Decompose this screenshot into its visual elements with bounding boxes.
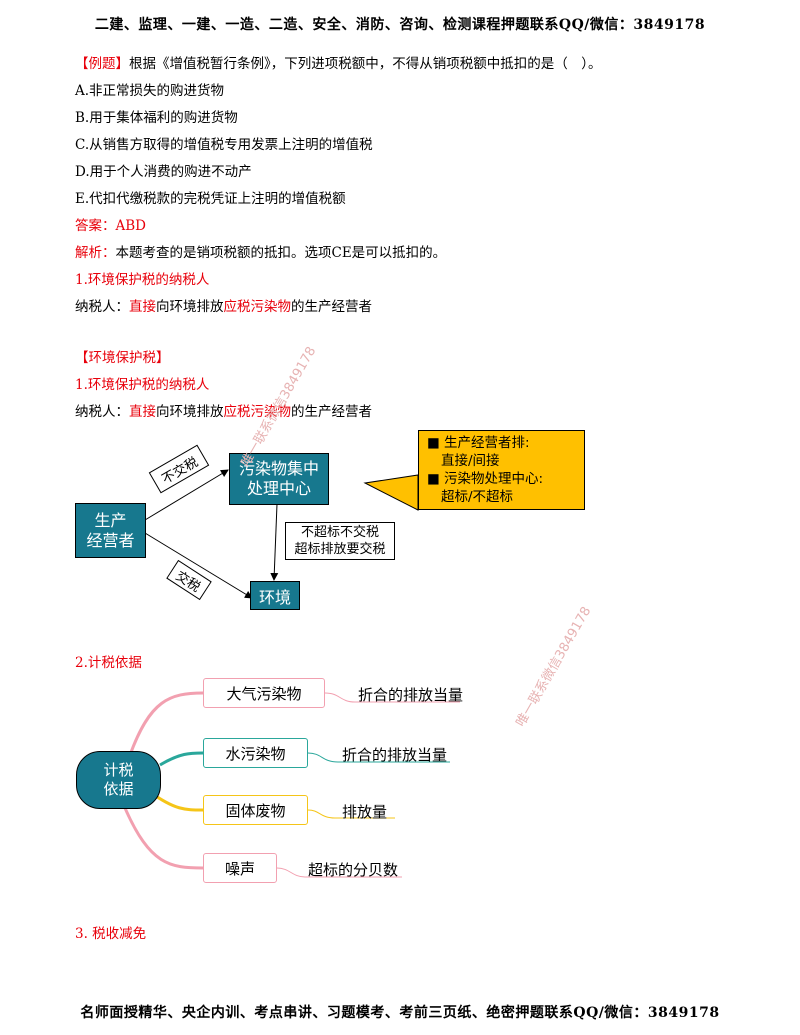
taxpayer-prefix: 纳税人： [75, 404, 129, 420]
leaf-air: 折合的排放当量 [358, 686, 464, 704]
taxpayer-direct: 直接 [129, 404, 156, 420]
leaf-noise: 超标的分贝数 [308, 861, 399, 879]
tax-rule-note: 不超标不交税 超标排放要交税 [285, 522, 395, 560]
center-line2: 处理中心 [246, 479, 311, 498]
branch-connector-4 [123, 807, 204, 870]
leaf-connector-2 [307, 752, 450, 763]
example-tag: 【例题】 [75, 56, 129, 72]
treatment-center-box: 污染物集中 处理中心 [229, 453, 329, 505]
callout-box: ■ 生产经营者排: 直接/间接 ■ 污染物处理中心: 超标/不超标 [418, 430, 585, 510]
section3-heading: 2.计税依据 [75, 655, 142, 671]
environment-label: 环境 [258, 587, 291, 607]
leaf-connector-1 [324, 692, 460, 703]
question-line: 【例题】根据《增值税暂行条例》，下列进项税额中，不得从销项税额中抵扣的是（ ）。 [75, 55, 602, 73]
arrow-to-center [144, 469, 229, 521]
section4-heading: 3. 税收减免 [75, 926, 147, 942]
section1-taxpayer: 纳税人：直接向环境排放应税污染物的生产经营者 [75, 298, 372, 316]
callout-line1: ■ 生产经营者排: [427, 435, 530, 451]
mindmap-center-line2: 依据 [103, 780, 134, 798]
taxpayer-mid: 向环境排放 [156, 404, 224, 420]
environment-box: 环境 [250, 581, 300, 610]
answer: 答案：ABD [75, 218, 146, 234]
leaf-connector-4 [276, 867, 402, 878]
analysis-label: 解析： [75, 245, 116, 261]
option-a: A.非正常损失的购进货物 [75, 83, 225, 99]
branch-connector-2 [159, 751, 204, 767]
arrow-center-to-environment [270, 503, 279, 581]
question-text: 根据《增值税暂行条例》，下列进项税额中，不得从销项税额中抵扣的是（ ）。 [129, 56, 602, 72]
producer-line1: 生产 [94, 510, 127, 530]
branch-noise: 噪声 [203, 853, 277, 883]
branch-air-label: 大气污染物 [226, 684, 302, 703]
note-line2: 超标排放要交税 [294, 542, 386, 557]
section2-taxpayer: 纳税人：直接向环境排放应税污染物的生产经营者 [75, 403, 372, 421]
mindmap-center-line1: 计税 [103, 761, 134, 779]
taxpayer-pollutant: 应税污染物 [223, 404, 292, 420]
taxpayer-direct: 直接 [129, 299, 156, 315]
leaf-water: 折合的排放当量 [342, 746, 448, 764]
mindmap-connectors [123, 691, 460, 878]
arrow-to-environment [144, 532, 253, 599]
callout-pointer [363, 474, 419, 511]
producer-line2: 经营者 [86, 530, 135, 550]
branch-water: 水污染物 [203, 738, 308, 768]
note-line1: 不超标不交税 [300, 525, 379, 540]
taxpayer-pollutant: 应税污染物 [223, 299, 292, 315]
page-header: 二建、监理、一建、一造、二造、安全、消防、咨询、检测课程押题联系QQ/微信：38… [94, 17, 706, 33]
analysis: 解析：本题考查的是销项税额的抵扣。选项CE是可以抵扣的。 [75, 244, 446, 262]
option-e: E.代扣代缴税款的完税凭证上注明的增值税额 [75, 191, 346, 207]
option-b: B.用于集体福利的购进货物 [75, 110, 238, 126]
page-footer: 名师面授精华、央企内训、考点串讲、习题模考、考前三页纸、绝密押题联系QQ/微信：… [80, 1005, 720, 1021]
branch-solid: 固体废物 [203, 795, 308, 825]
branch-air: 大气污染物 [203, 678, 325, 708]
leaf-connector-3 [307, 809, 395, 819]
section2-heading: 1.环境保护税的纳税人 [75, 377, 210, 393]
callout-line2: 直接/间接 [441, 453, 500, 469]
callout-line4: 超标/不超标 [441, 489, 514, 505]
branch-solid-label: 固体废物 [225, 801, 286, 820]
branch-connector-1 [128, 691, 204, 756]
analysis-text: 本题考查的是销项税额的抵扣。选项CE是可以抵扣的。 [115, 245, 447, 261]
center-line1: 污染物集中 [238, 459, 319, 478]
taxpayer-prefix: 纳税人： [75, 299, 129, 315]
mindmap-center: 计税 依据 [76, 751, 161, 809]
branch-water-label: 水污染物 [225, 744, 286, 763]
section1-heading: 1.环境保护税的纳税人 [75, 272, 210, 288]
flow-diagram-connectors [144, 469, 419, 599]
producer-box: 生产 经营者 [75, 503, 146, 558]
callout-line3: ■ 污染物处理中心: [427, 471, 544, 487]
taxpayer-suffix: 的生产经营者 [291, 404, 372, 420]
taxpayer-suffix: 的生产经营者 [291, 299, 372, 315]
branch-noise-label: 噪声 [224, 859, 255, 878]
taxpayer-mid: 向环境排放 [156, 299, 224, 315]
section2-tag: 【环境保护税】 [75, 350, 170, 366]
leaf-solid: 排放量 [342, 803, 388, 821]
option-d: D.用于个人消费的购进不动产 [75, 164, 252, 180]
option-c: C.从销售方取得的增值税专用发票上注明的增值税 [75, 137, 373, 153]
